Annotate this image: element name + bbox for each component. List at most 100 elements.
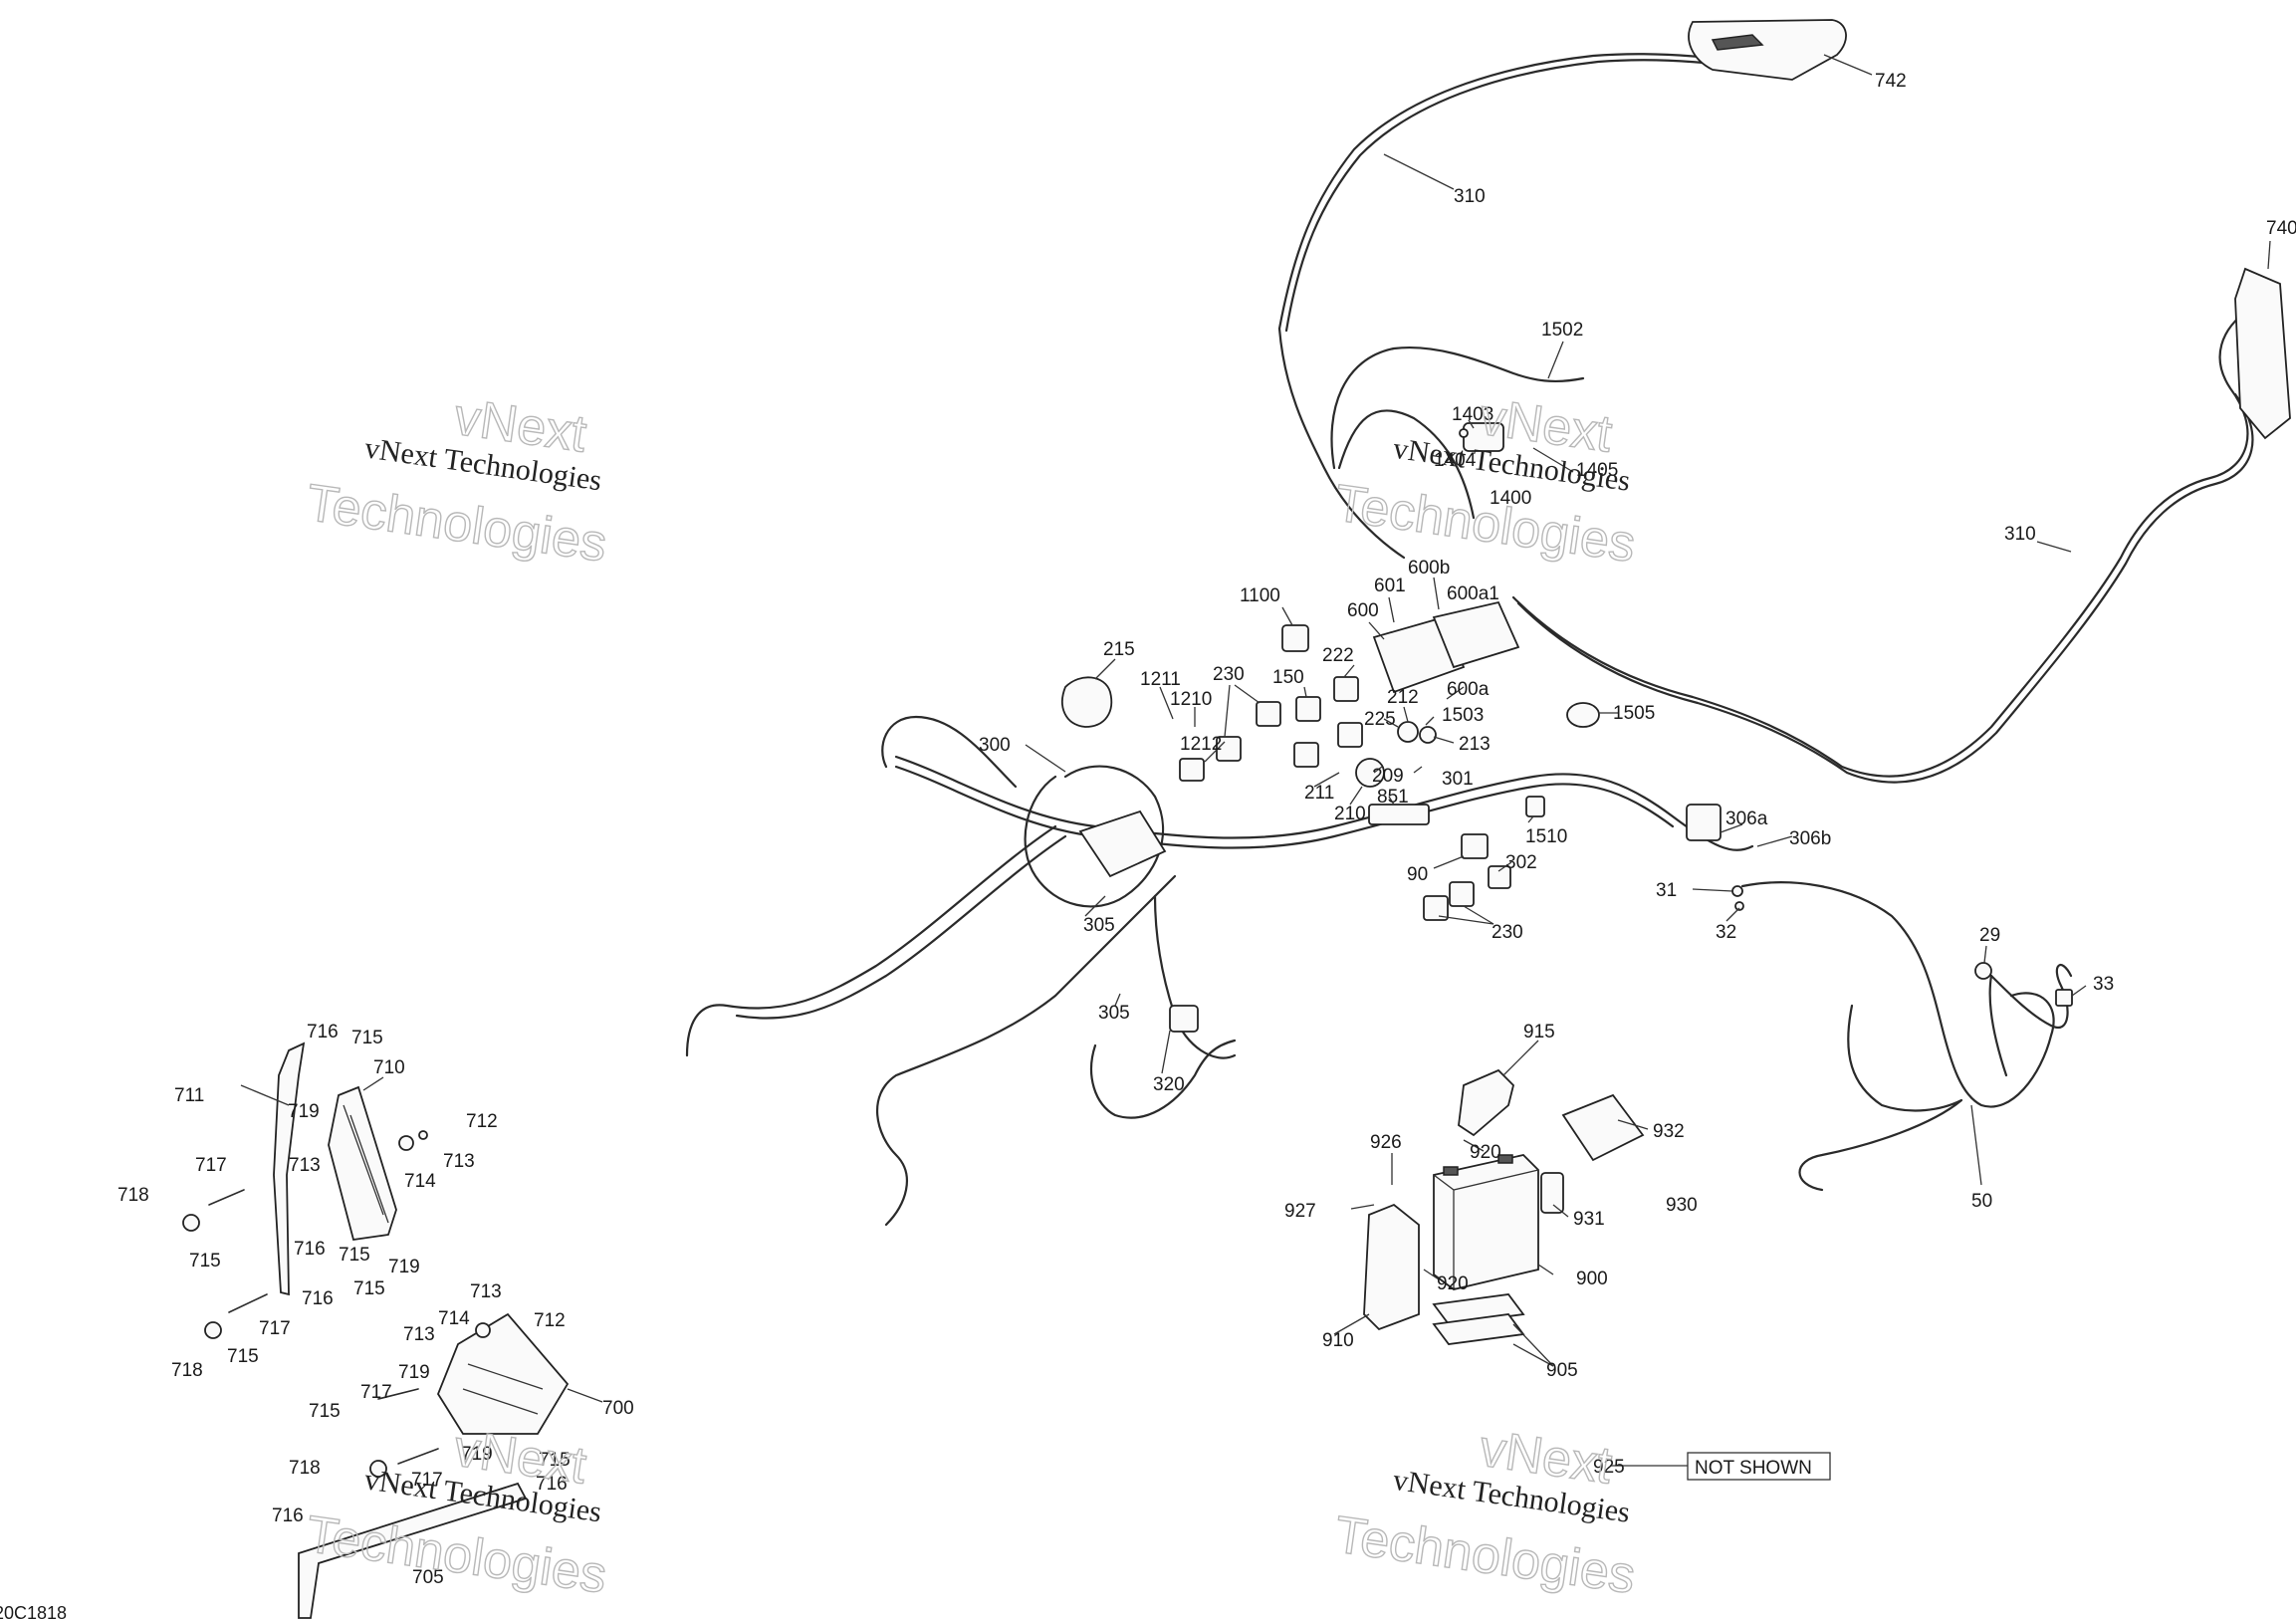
callout-715-b: 715 <box>189 1251 221 1272</box>
harness-310-right-2 <box>1516 392 2254 784</box>
part-600a1-cover <box>1432 600 1520 669</box>
callout-920-a: 920 <box>1470 1142 1501 1163</box>
callout-710: 710 <box>373 1057 405 1078</box>
callout-302: 302 <box>1505 852 1537 873</box>
part-717-screw-d <box>397 1448 439 1465</box>
part-910-holder <box>1363 1203 1420 1331</box>
harness-left-lower <box>875 874 1177 1227</box>
part-150-relay <box>1295 696 1321 722</box>
part-900-battery-edge <box>1433 1169 1539 1289</box>
harness-left-branch <box>685 824 1057 1057</box>
callout-715-a: 715 <box>351 1028 383 1048</box>
callout-601: 601 <box>1374 576 1406 596</box>
part-711-trim <box>273 1041 306 1296</box>
part-714-nut-b <box>475 1322 491 1338</box>
part-306-connector <box>1686 804 1722 841</box>
part-851-bracket <box>1368 804 1430 825</box>
callout-305-upper: 305 <box>1083 915 1115 936</box>
part-33-terminal <box>2055 989 2073 1007</box>
harness-1502-return <box>1337 409 1476 520</box>
part-710-lamp <box>328 1085 397 1242</box>
part-230b-connector-2 <box>1423 895 1449 921</box>
part-714-nut-a <box>398 1135 414 1151</box>
part-relay-3 <box>1293 742 1319 768</box>
callout-718-b: 718 <box>171 1360 203 1381</box>
callout-222: 222 <box>1322 645 1354 666</box>
callout-305-lower: 305 <box>1098 1003 1130 1024</box>
callout-930: 930 <box>1666 1195 1698 1216</box>
part-740-switch <box>2234 267 2291 440</box>
part-230-relay-1 <box>1256 701 1281 727</box>
callout-50: 50 <box>1971 1191 1992 1212</box>
callout-900: 900 <box>1576 1269 1608 1289</box>
harness-29 <box>1988 974 2008 1077</box>
harness-33 <box>1989 964 2073 1030</box>
callout-717-b: 717 <box>259 1318 291 1339</box>
callout-713-c: 713 <box>470 1281 502 1302</box>
part-718-washer-a <box>182 1214 200 1232</box>
callout-931: 931 <box>1573 1209 1605 1230</box>
leader-lines <box>240 54 2271 1467</box>
callout-932: 932 <box>1653 1121 1685 1142</box>
harness-lower-drop <box>1153 894 1237 1059</box>
part-717-screw-c <box>377 1388 419 1400</box>
part-1505-grommet <box>1566 702 1600 728</box>
callout-32: 32 <box>1716 922 1736 943</box>
part-29-terminal <box>1974 962 1992 980</box>
callout-742: 742 <box>1875 71 1907 92</box>
callout-740: 740 <box>2266 218 2296 239</box>
callout-230-upper: 230 <box>1213 664 1245 685</box>
callout-719-c: 719 <box>398 1362 430 1383</box>
callout-700: 700 <box>602 1398 634 1419</box>
part-742-detail <box>1711 34 1764 51</box>
harness-310-upper-2 <box>1284 59 1749 333</box>
watermark-bottom-left: vNext vNext Technologies Technologies <box>302 1419 610 1605</box>
callout-712-a: 712 <box>466 1111 498 1132</box>
callout-927: 927 <box>1284 1201 1316 1222</box>
not-shown-box <box>1687 1452 1831 1481</box>
part-742-switch <box>1688 19 1847 81</box>
callout-715-d: 715 <box>353 1278 385 1299</box>
callout-320: 320 <box>1153 1074 1185 1095</box>
callout-211: 211 <box>1304 783 1334 804</box>
callout-300: 300 <box>979 735 1011 756</box>
part-718-washer-b <box>204 1321 222 1339</box>
callout-714-b: 714 <box>438 1308 470 1329</box>
part-215-gasket <box>1061 676 1113 728</box>
callout-306b: 306b <box>1789 828 1831 849</box>
callout-600a: 600a <box>1447 679 1490 700</box>
callout-1510: 1510 <box>1525 826 1567 847</box>
callout-718-a: 718 <box>117 1185 149 1206</box>
part-700-lamp <box>436 1312 570 1435</box>
part-717-screw-a <box>208 1189 245 1206</box>
callout-600b: 600b <box>1408 558 1450 578</box>
callout-310-upper: 310 <box>1454 186 1486 207</box>
watermark-top-right: vNext vNext Technologies Technologies <box>1331 387 1640 575</box>
part-222-relay-2 <box>1337 722 1363 748</box>
callout-600a1: 600a1 <box>1447 583 1499 604</box>
callout-915: 915 <box>1523 1022 1555 1042</box>
part-230b-connector-1 <box>1449 881 1475 907</box>
callout-712-b: 712 <box>534 1310 566 1331</box>
part-717-screw-b <box>228 1293 268 1313</box>
callout-715-e: 715 <box>227 1346 259 1367</box>
callout-213: 213 <box>1459 734 1491 755</box>
callout-600: 600 <box>1347 600 1379 621</box>
callout-90: 90 <box>1407 864 1428 885</box>
callout-306a: 306a <box>1725 809 1768 829</box>
harness-310-upper <box>1277 53 1744 331</box>
callout-851: 851 <box>1377 787 1409 808</box>
callout-716-a: 716 <box>307 1022 339 1042</box>
callout-1212: 1212 <box>1180 734 1222 755</box>
callout-1400: 1400 <box>1490 488 1531 509</box>
part-300-ecu <box>1078 810 1167 878</box>
parts <box>182 19 2291 1619</box>
callout-719-d: 719 <box>461 1444 493 1465</box>
callout-29: 29 <box>1979 925 2000 946</box>
callout-713-a: 713 <box>443 1151 475 1172</box>
callout-1505: 1505 <box>1613 703 1655 724</box>
callout-1100: 1100 <box>1240 585 1280 606</box>
part-900-terminal-1 <box>1443 1166 1459 1176</box>
callout-716-c: 716 <box>302 1288 334 1309</box>
